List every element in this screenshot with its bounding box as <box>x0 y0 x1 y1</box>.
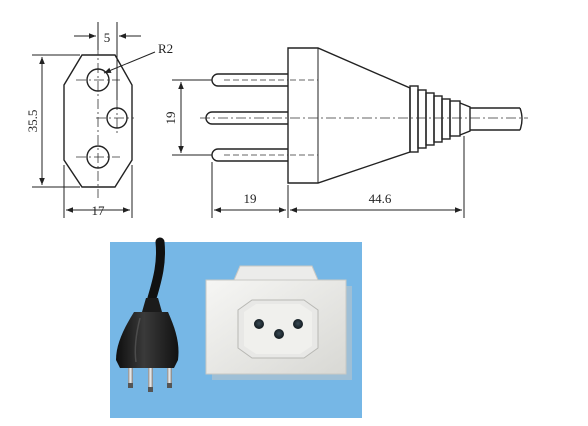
socket-photo <box>205 265 352 380</box>
plug-body-outline <box>287 47 411 184</box>
pin-bottom <box>211 148 288 162</box>
width-dimension-label: 17 <box>92 203 106 218</box>
socket-hole-right <box>293 319 303 329</box>
socket-hole-center <box>274 329 284 339</box>
pin-top <box>211 73 288 87</box>
product-photo <box>110 237 362 418</box>
radius-label: R2 <box>158 41 173 56</box>
side-view: 19 19 44.6 <box>163 47 528 218</box>
pin-length-dimension-label: 19 <box>244 191 257 206</box>
body-length-dimension-label: 44.6 <box>369 191 392 206</box>
pin-spread-dimension-label: 19 <box>163 112 178 125</box>
pin-spacing-dimension-label: 5 <box>104 30 111 45</box>
plug-face-outline <box>63 54 133 188</box>
plug-photo <box>116 237 179 392</box>
pin-hole-bottom <box>86 145 110 169</box>
pin-hole-top <box>86 68 110 92</box>
pin-hole-middle <box>106 107 128 129</box>
cable <box>470 107 523 131</box>
height-dimension-label: 35.5 <box>25 110 40 133</box>
front-view: 35.5 17 5 R2 <box>25 22 173 218</box>
strain-relief <box>409 85 471 153</box>
socket-hole-left <box>254 319 264 329</box>
